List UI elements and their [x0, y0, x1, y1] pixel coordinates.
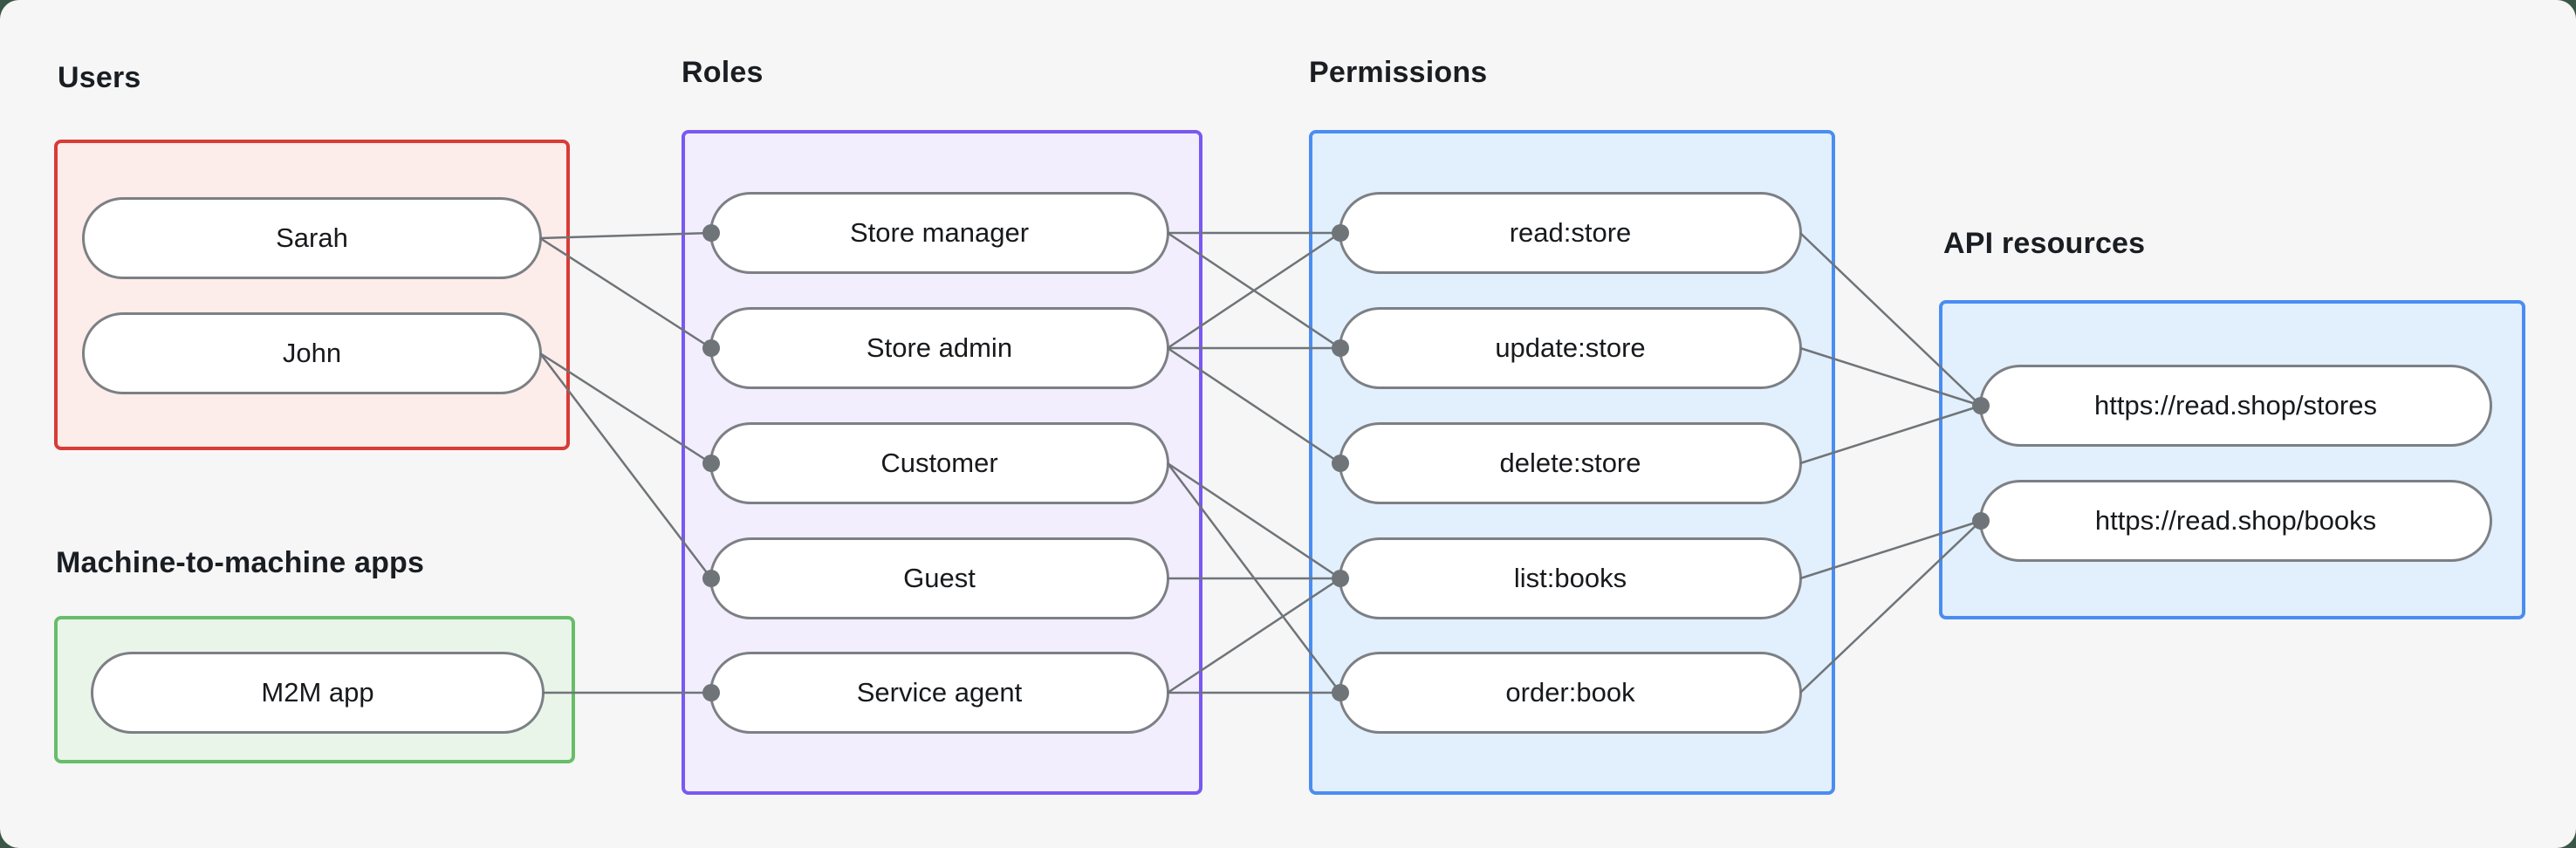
permission-node-read-store: read:store	[1339, 192, 1802, 274]
permissions-group-label: Permissions	[1309, 56, 1488, 89]
permission-node-list-books: list:books	[1339, 537, 1802, 619]
permission-node-delete-store: delete:store	[1339, 422, 1802, 504]
permission-node-order-book: order:book	[1339, 652, 1802, 734]
api-resource-node-books: https://read.shop/books	[1979, 480, 2492, 562]
users-group-box	[54, 140, 570, 450]
user-node-john: John	[82, 312, 542, 394]
m2m-app-node: M2M app	[91, 652, 545, 734]
api-resources-group-label: API resources	[1943, 227, 2146, 260]
role-node-customer: Customer	[709, 422, 1169, 504]
api-resource-node-stores: https://read.shop/stores	[1979, 365, 2492, 447]
role-node-guest: Guest	[709, 537, 1169, 619]
role-node-store-admin: Store admin	[709, 307, 1169, 389]
role-node-store-manager: Store manager	[709, 192, 1169, 274]
role-node-service-agent: Service agent	[709, 652, 1169, 734]
roles-group-label: Roles	[682, 56, 764, 89]
m2m-apps-group-label: Machine-to-machine apps	[56, 546, 425, 579]
api-resources-group-box	[1939, 300, 2525, 619]
permission-node-update-store: update:store	[1339, 307, 1802, 389]
users-group-label: Users	[58, 61, 141, 94]
user-node-sarah: Sarah	[82, 197, 542, 279]
